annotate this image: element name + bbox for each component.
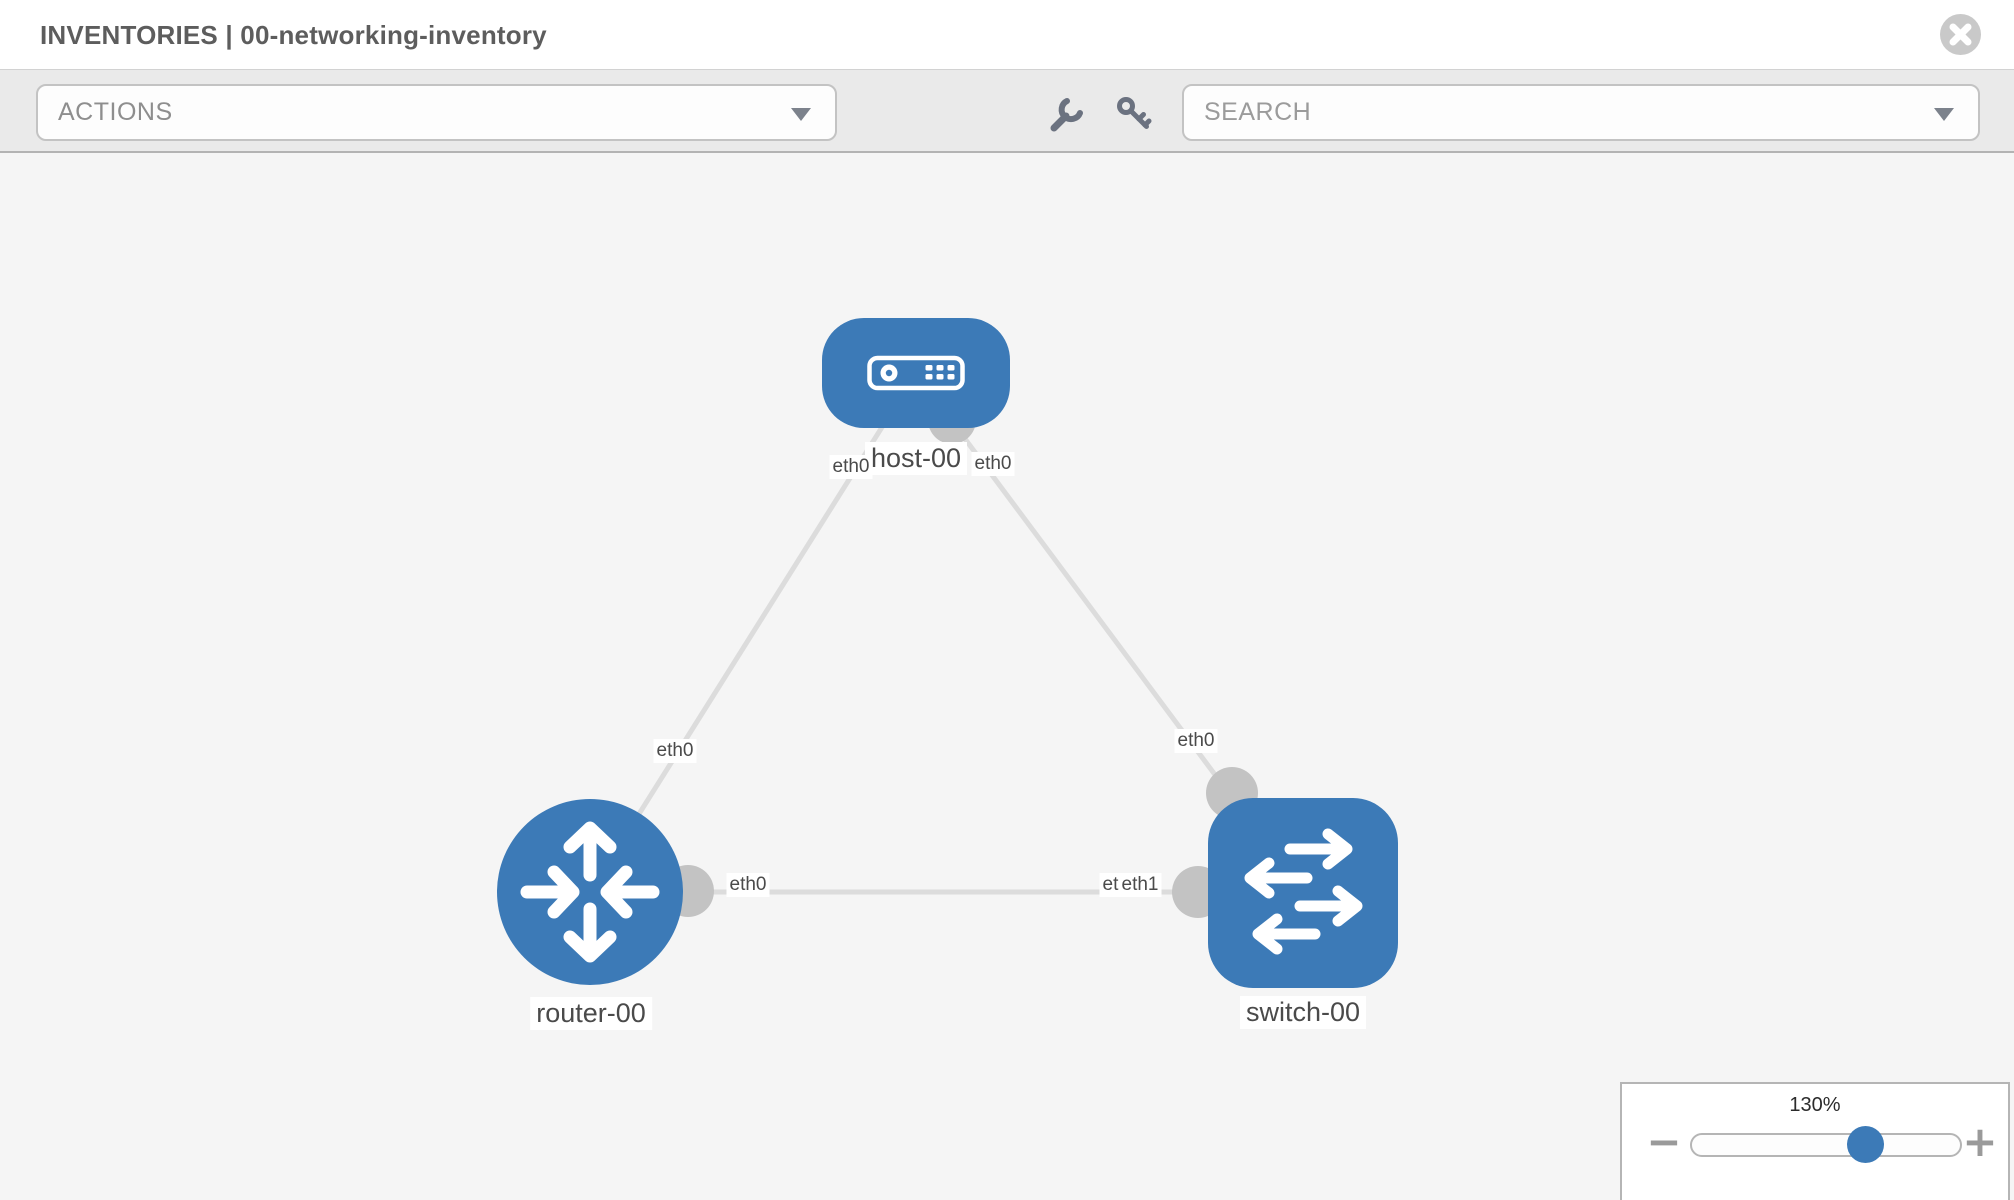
node-router-00[interactable] xyxy=(497,799,683,985)
node-label-switch: switch-00 xyxy=(1239,996,1367,1029)
search-input[interactable] xyxy=(1184,98,1904,127)
key-icon xyxy=(1117,97,1152,129)
actions-dropdown-label: ACTIONS xyxy=(58,98,173,126)
page-title: INVENTORIES | 00-networking-inventory xyxy=(40,20,547,50)
zoom-control-panel: 130% − + xyxy=(1620,1082,2010,1200)
zoom-slider-track[interactable] xyxy=(1690,1126,1962,1163)
iface-label-host-eth0-right: eth0 xyxy=(971,452,1015,476)
iface-label-switch-eth1-left: eth1 xyxy=(1118,873,1162,897)
zoom-in-button[interactable]: + xyxy=(1960,1120,2000,1164)
topology-canvas[interactable]: host-00 router-00 switch-00 eth0 eth0 et… xyxy=(0,153,2014,1200)
zoom-slider-thumb[interactable] xyxy=(1847,1126,1884,1163)
chevron-down-icon xyxy=(791,108,811,121)
switch-icon xyxy=(1244,828,1363,955)
close-icon xyxy=(1949,23,1972,46)
iface-label-router-eth0-top: eth0 xyxy=(653,739,697,763)
key-tool-button[interactable] xyxy=(1112,92,1158,138)
configure-tool-button[interactable] xyxy=(1043,92,1089,138)
search-dropdown[interactable] xyxy=(1182,84,1980,141)
wrench-icon xyxy=(1050,98,1083,132)
actions-dropdown[interactable]: ACTIONS xyxy=(36,84,837,141)
topology-graph xyxy=(497,318,1398,988)
toolbar: ACTIONS xyxy=(0,70,2014,153)
iface-label-switch-eth0-top: eth0 xyxy=(1174,729,1218,753)
iface-label-host-eth0-left: eth0 xyxy=(829,455,873,479)
node-label-router: router-00 xyxy=(530,997,652,1030)
node-label-host: host-00 xyxy=(864,442,968,475)
zoom-out-button[interactable]: − xyxy=(1644,1120,1684,1164)
router-icon xyxy=(520,821,660,963)
node-switch-00[interactable] xyxy=(1208,798,1398,988)
zoom-percentage: 130% xyxy=(1789,1094,1841,1116)
header: INVENTORIES | 00-networking-inventory xyxy=(0,0,2014,70)
close-button[interactable] xyxy=(1940,14,1981,55)
host-icon xyxy=(867,355,965,391)
node-host-00[interactable] xyxy=(822,318,1010,428)
chevron-down-icon xyxy=(1934,108,1954,121)
iface-label-router-eth0-right: eth0 xyxy=(726,873,770,897)
